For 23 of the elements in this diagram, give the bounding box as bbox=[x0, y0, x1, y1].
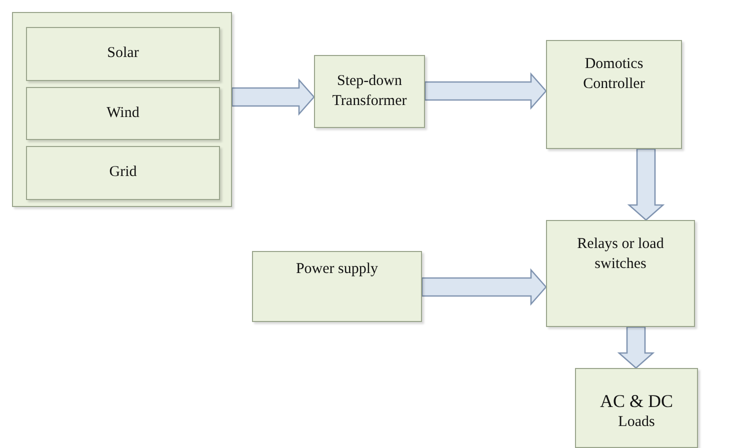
block-arrow bbox=[421, 268, 547, 306]
node-label: Loads bbox=[618, 412, 655, 432]
node-label: Wind bbox=[106, 104, 140, 123]
group-box bbox=[12, 12, 232, 207]
source-box bbox=[26, 27, 220, 81]
process-box bbox=[252, 251, 422, 322]
source-box bbox=[26, 87, 220, 140]
source-box bbox=[26, 146, 220, 200]
process-box bbox=[546, 220, 695, 327]
process-box bbox=[314, 55, 425, 128]
block-arrow bbox=[424, 72, 547, 110]
block-arrow bbox=[627, 148, 665, 221]
node-label: Domotics Controller bbox=[582, 55, 646, 94]
block-arrow bbox=[617, 326, 655, 369]
node-label: AC & DC bbox=[600, 390, 673, 413]
node-label: Power supply bbox=[296, 260, 378, 279]
process-box bbox=[546, 40, 682, 149]
node-label: Solar bbox=[107, 44, 139, 64]
node-label: Relays or load switches bbox=[576, 235, 665, 274]
node-label: Grid bbox=[109, 163, 137, 182]
node-label: Step-down Transformer bbox=[331, 72, 408, 110]
process-box bbox=[575, 368, 698, 448]
block-arrow bbox=[231, 78, 315, 116]
